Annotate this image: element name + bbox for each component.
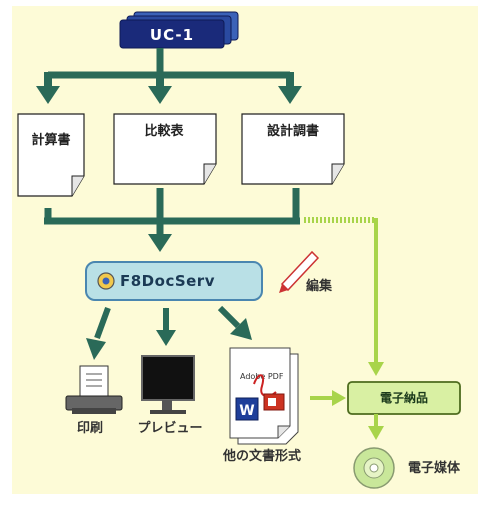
server-arrowhead bbox=[148, 234, 172, 252]
word-icon: W bbox=[235, 397, 259, 421]
doc-arrowheads bbox=[36, 72, 302, 104]
svg-text:W: W bbox=[239, 403, 254, 419]
document-label: 比較表 bbox=[144, 123, 184, 139]
uc1-box: UC-1 bbox=[119, 11, 239, 49]
disc-icon bbox=[353, 447, 395, 489]
document-label: 計算書 bbox=[31, 132, 70, 148]
document-keisansho: 計算書 bbox=[17, 113, 85, 197]
delivery-arrowhead bbox=[332, 390, 346, 406]
uc1-label: UC-1 bbox=[150, 26, 194, 44]
media-arrowhead bbox=[368, 426, 384, 440]
electronic-media-label: 電子媒体 bbox=[408, 460, 461, 476]
document-label: 設計調書 bbox=[267, 123, 319, 139]
document-hikakuhyo: 比較表 bbox=[113, 113, 217, 185]
print-label: 印刷 bbox=[77, 421, 103, 436]
f8docserv-label: F8DocServ bbox=[120, 272, 215, 290]
f8docserv-box: F8DocServ bbox=[85, 261, 263, 301]
preview-label: プレビュー bbox=[137, 420, 202, 436]
other-formats-label: 他の文書形式 bbox=[222, 448, 301, 464]
edit-label: 編集 bbox=[306, 278, 333, 294]
delivery-connector bbox=[304, 217, 384, 376]
server-to-outputs-arrows bbox=[86, 305, 252, 360]
docs-to-server-arrows bbox=[44, 188, 300, 236]
pencil-icon bbox=[279, 250, 320, 293]
uc1-to-docs-arrows bbox=[48, 48, 290, 79]
document-sekkeichosho: 設計調書 bbox=[241, 113, 345, 185]
ppt-icon bbox=[263, 393, 285, 411]
printer-icon bbox=[65, 365, 123, 414]
monitor-icon bbox=[141, 355, 195, 414]
electronic-delivery-label: 電子納品 bbox=[380, 390, 428, 405]
electronic-delivery-box: 電子納品 bbox=[347, 381, 461, 415]
